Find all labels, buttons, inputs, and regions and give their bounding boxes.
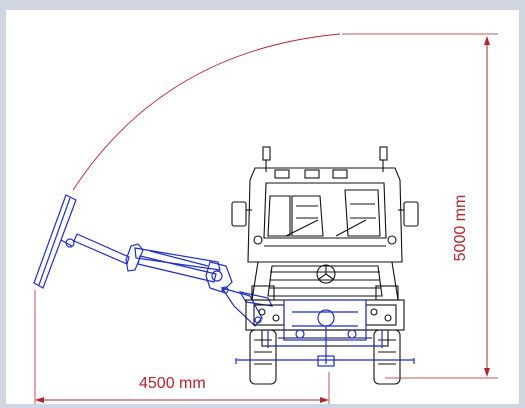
- boom-arm: [73, 233, 274, 327]
- reach-arc: [72, 33, 341, 191]
- height-dimension: [484, 36, 490, 377]
- width-dimension: [34, 290, 330, 404]
- left-border: [0, 0, 6, 408]
- vehicle: [231, 146, 419, 385]
- width-dimension-label: 4500 mm: [139, 375, 206, 392]
- height-dimension-label: 5000 mm: [452, 194, 469, 262]
- mower-head: [33, 194, 77, 289]
- bottom-border: [0, 404, 525, 408]
- right-border: [519, 0, 525, 408]
- top-border: [0, 0, 525, 10]
- mounting-frame: [235, 299, 415, 367]
